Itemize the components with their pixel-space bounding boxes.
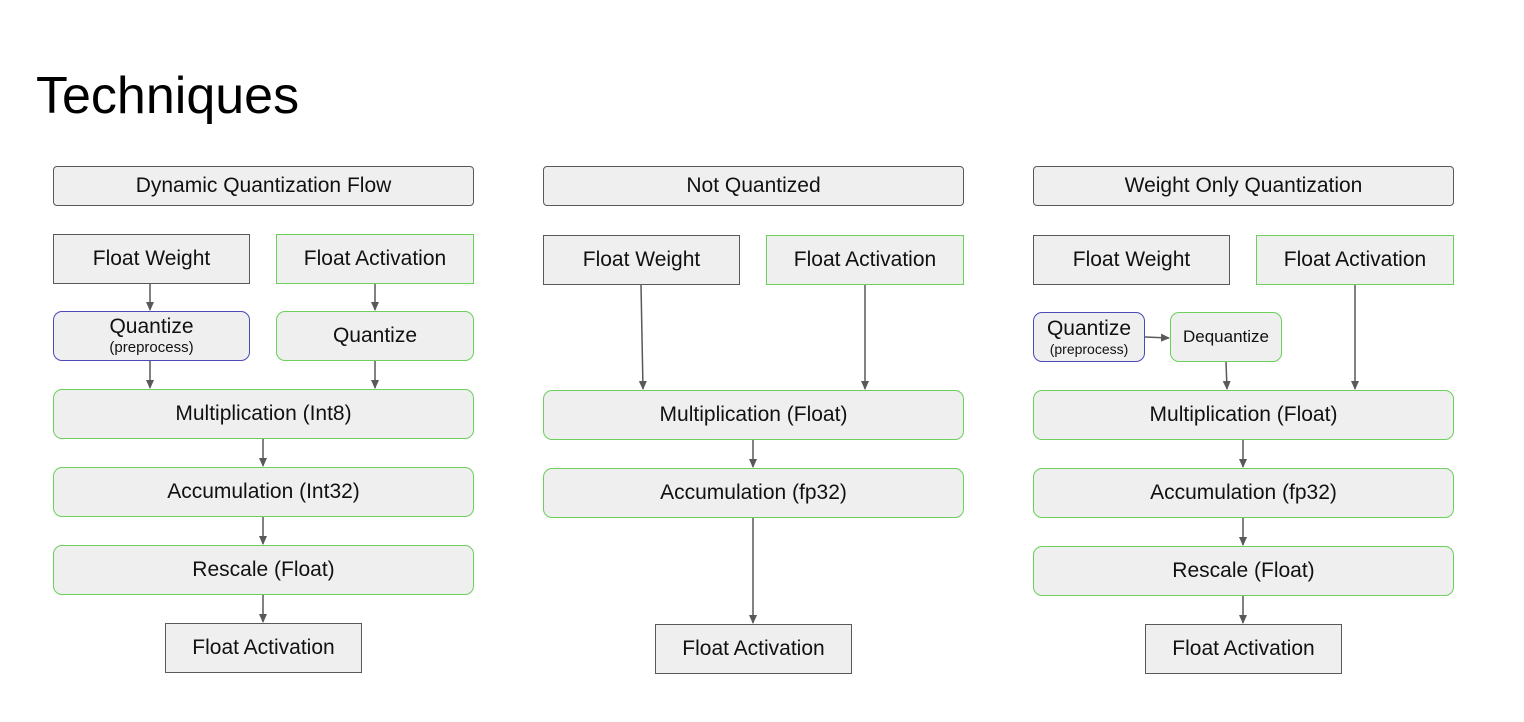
weight-only-arrow-quantize-to-dequantize <box>1144 333 1170 342</box>
weight-only-output-float-activation-box: Float Activation <box>1145 624 1342 674</box>
not-quantized-header: Not Quantized <box>543 166 964 206</box>
not-quantized-output-float-activation-box: Float Activation <box>655 624 852 674</box>
weight-only-arrow-dequantize-to-mult <box>1222 361 1231 390</box>
weight-only-quantize-preprocess-box: Quantize (preprocess) <box>1033 312 1145 362</box>
dynamic-output-float-activation-box: Float Activation <box>165 623 362 673</box>
weight-only-accumulation-box: Accumulation (fp32) <box>1033 468 1454 518</box>
dynamic-float-weight-box: Float Weight <box>53 234 250 284</box>
weight-only-quantize-preprocess-label: Quantize <box>1046 316 1132 340</box>
page-title: Techniques <box>36 67 300 125</box>
weight-only-multiplication-box: Multiplication (Float) <box>1033 390 1454 440</box>
dynamic-quantize-preprocess-sublabel: (preprocess) <box>109 339 194 357</box>
dynamic-quantize-preprocess-label: Quantize <box>109 315 194 339</box>
weight-only-float-activation-box: Float Activation <box>1256 235 1454 285</box>
not-quantized-multiplication-box: Multiplication (Float) <box>543 390 964 440</box>
not-quantized-float-activation-box: Float Activation <box>766 235 964 285</box>
dynamic-quantize-preprocess-box: Quantize (preprocess) <box>53 311 250 361</box>
weight-only-dequantize-box: Dequantize <box>1170 312 1282 362</box>
dynamic-quantization-header: Dynamic Quantization Flow <box>53 166 474 206</box>
dynamic-accumulation-box: Accumulation (Int32) <box>53 467 474 517</box>
weight-only-rescale-box: Rescale (Float) <box>1033 546 1454 596</box>
not-quantized-arrow-weight-to-mult <box>638 284 647 390</box>
not-quantized-float-weight-box: Float Weight <box>543 235 740 285</box>
weight-only-float-weight-box: Float Weight <box>1033 235 1230 285</box>
dynamic-rescale-box: Rescale (Float) <box>53 545 474 595</box>
weight-only-quantize-preprocess-sublabel: (preprocess) <box>1049 340 1129 357</box>
dynamic-multiplication-box: Multiplication (Int8) <box>53 389 474 439</box>
dynamic-quantize-box: Quantize <box>276 311 474 361</box>
not-quantized-accumulation-box: Accumulation (fp32) <box>543 468 964 518</box>
weight-only-header: Weight Only Quantization <box>1033 166 1454 206</box>
dynamic-float-activation-box: Float Activation <box>276 234 474 284</box>
